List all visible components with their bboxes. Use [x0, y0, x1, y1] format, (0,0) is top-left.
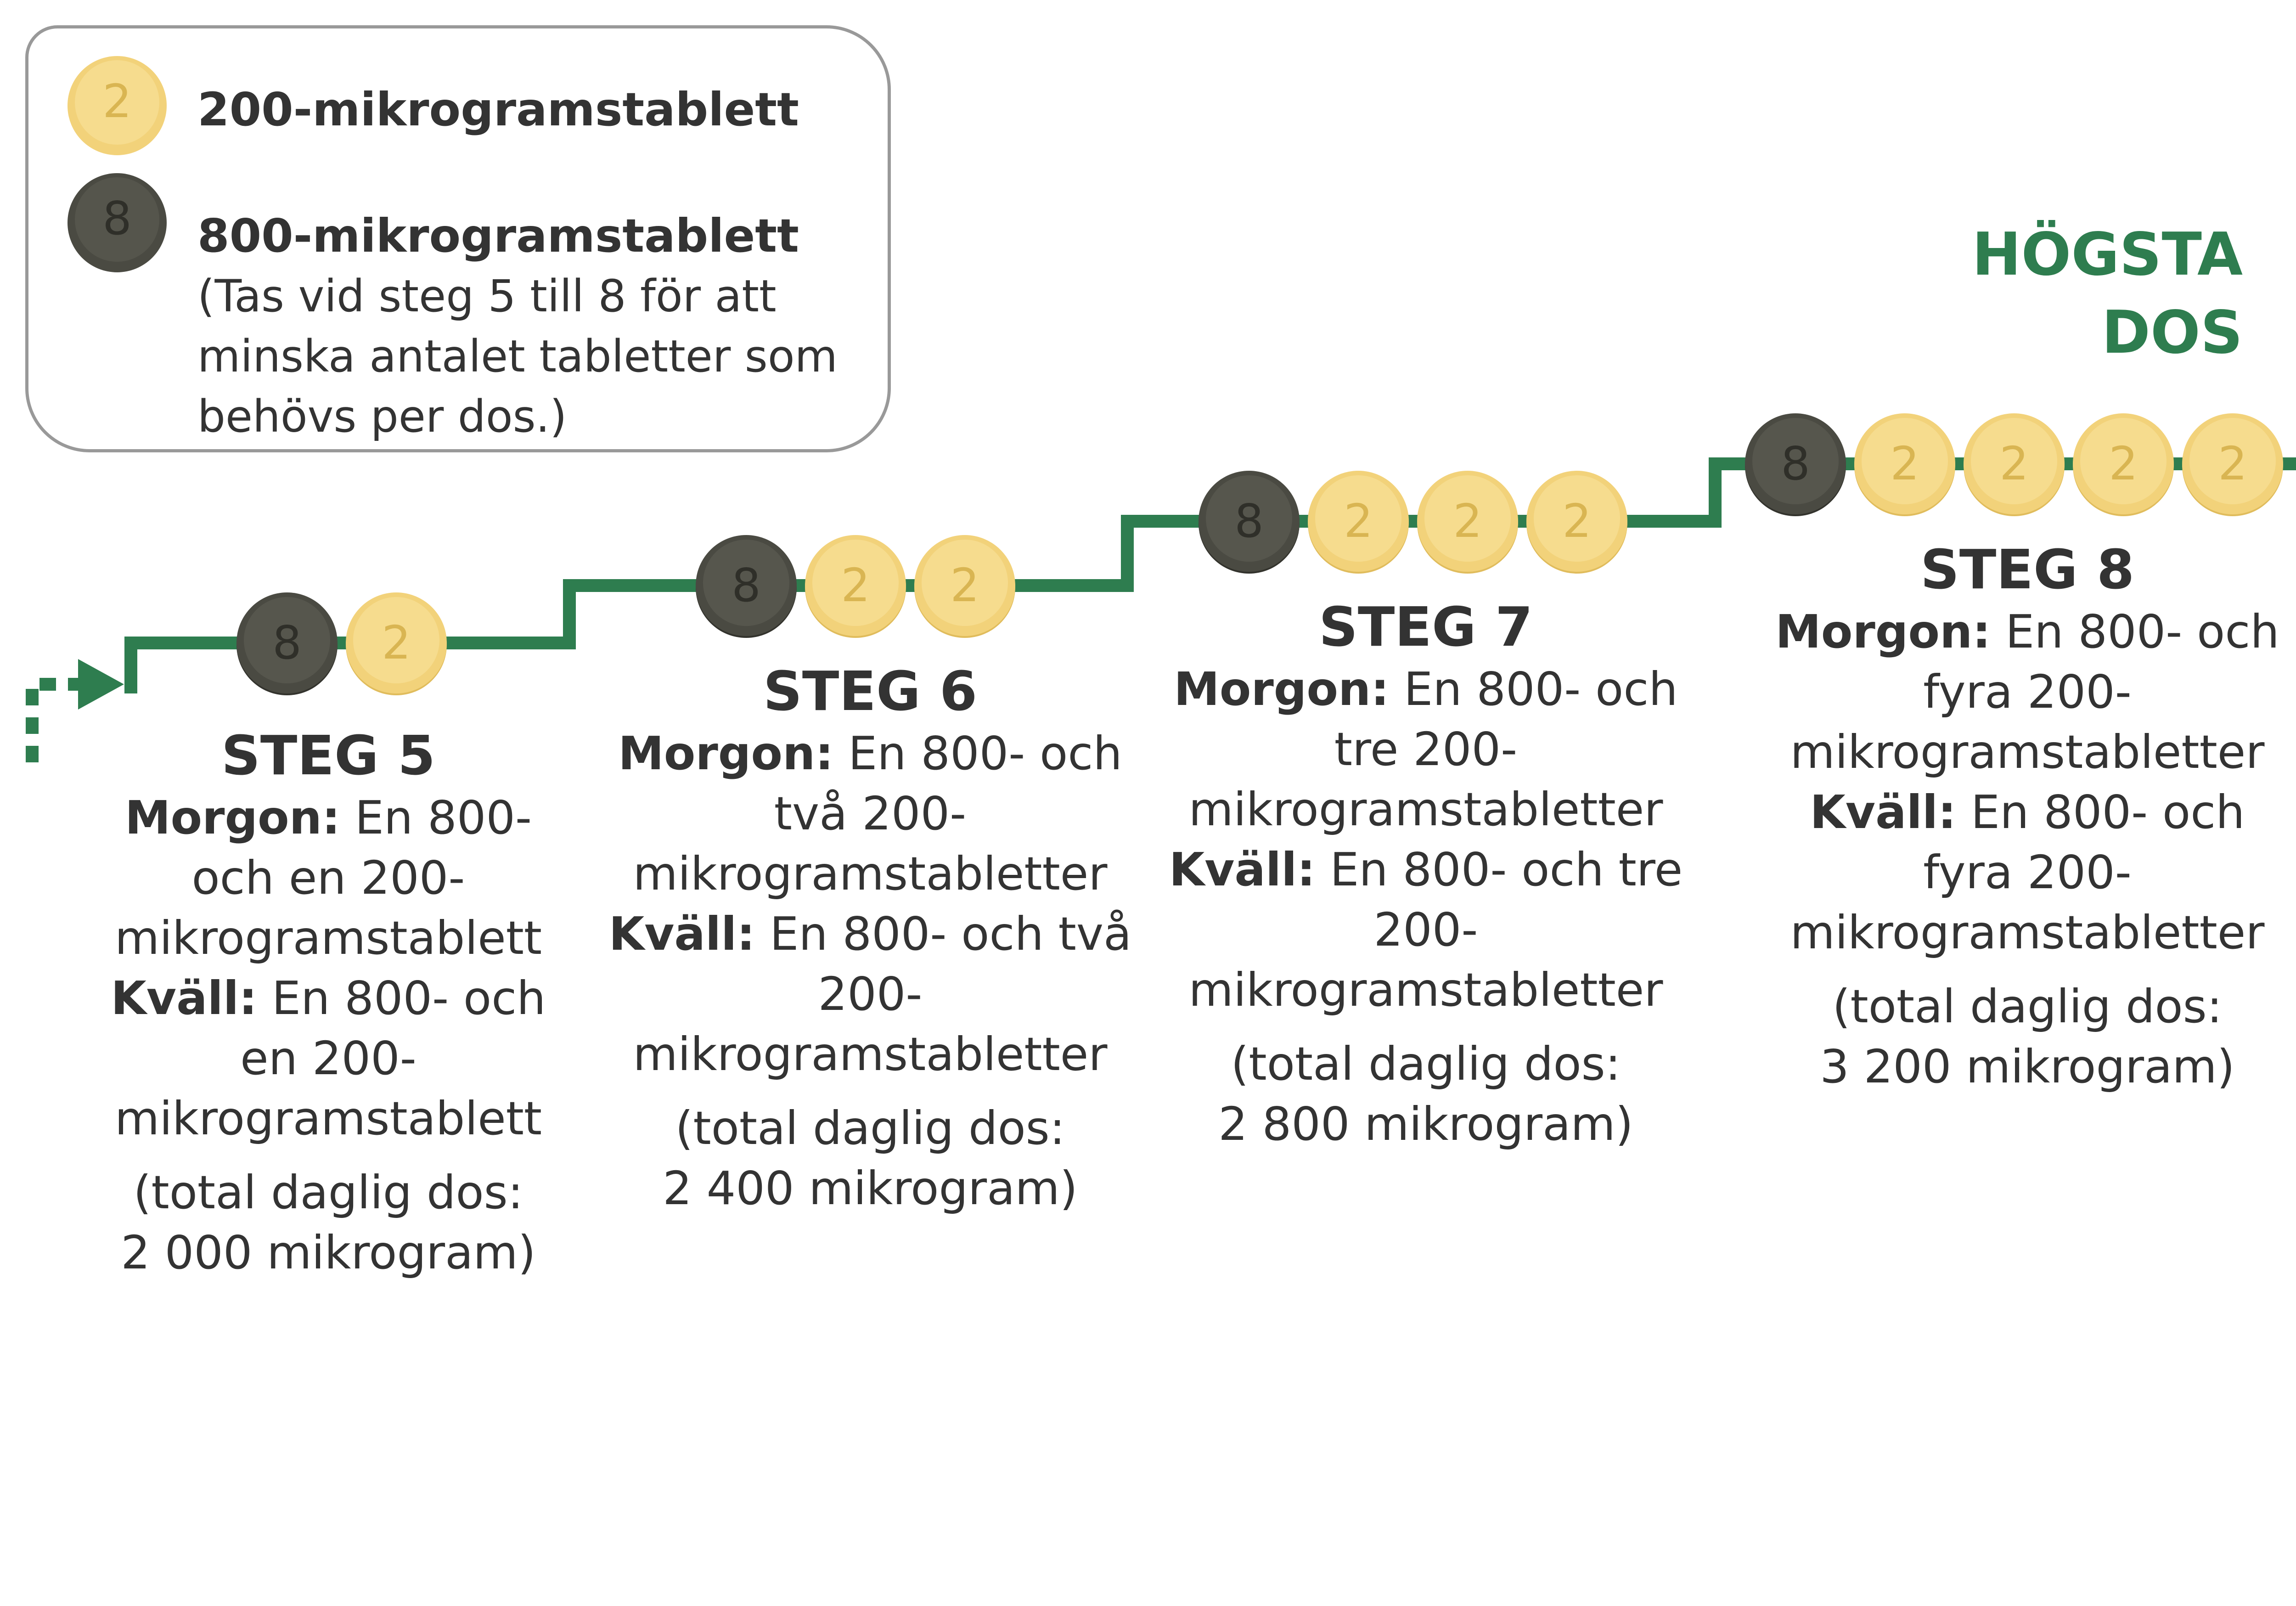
step-5-morning-label: Morgon:: [124, 791, 340, 845]
step-7-tablet-3-200-face: [1424, 475, 1511, 562]
step-5-text: STEG 5 Morgon: En 800- och en 200-mikrog…: [92, 723, 565, 1283]
step-6-total-line-1: (total daglig dos:: [675, 1101, 1065, 1155]
step-7-tablet-2-200-number: 2: [1344, 494, 1373, 548]
step-7-tablet-2-200-face: [1315, 475, 1401, 562]
step-8-tablet-2-200-number: 2: [1890, 437, 1919, 490]
step-6-title: STEG 6: [763, 659, 978, 723]
step-6-morning-text: En 800- och två 200-mikrogramstabletter: [633, 727, 1122, 901]
step-8-tablet-4-200-face: [2080, 418, 2167, 504]
step-7-tablet-4-200-number: 2: [1562, 494, 1592, 548]
step-5-evening-text: En 800- och en 200-mikrogramstablett: [114, 971, 546, 1145]
step-6-tablet-2-200-face: [812, 540, 899, 626]
legend-tablet-800-number: 8: [102, 192, 132, 245]
step-7-title: STEG 7: [1318, 595, 1533, 659]
step-8-tablet-2-200-face: [1862, 418, 1948, 504]
step-7-tablet-4-200-face: [1534, 475, 1620, 562]
step-8-tablet-5-200-face: [2189, 418, 2276, 504]
step-8-total-line-2: 3 200 mikrogram): [1820, 1040, 2235, 1093]
step-6-total-line-2: 2 400 mikrogram): [663, 1161, 1078, 1215]
step-6-text: STEG 6 Morgon: En 800- och två 200-mikro…: [606, 659, 1134, 1218]
step-7-morning-text: En 800- och tre 200-mikrogramstabletter: [1188, 662, 1678, 836]
entry-arrow-head-icon: [78, 659, 124, 710]
step-8-tablet-3-200-face: [1971, 418, 2057, 504]
step-6-tablet-2-200-number: 2: [841, 558, 870, 612]
step-6-tablet-3-200-face: [922, 540, 1008, 626]
step-8-morning-text: En 800- och fyra 200-mikrogramstabletter: [1790, 605, 2279, 779]
step-5-evening-label: Kväll:: [111, 971, 258, 1025]
step-5-tablet-2-200-number: 2: [382, 616, 411, 670]
step-7-total-line-1: (total daglig dos:: [1231, 1037, 1621, 1091]
legend-tablet-800-icon: 8: [68, 173, 167, 272]
step-8-tablet-3-200-number: 2: [1999, 437, 2029, 490]
step-8-text: STEG 8 Morgon: En 800- och fyra 200-mikr…: [1763, 537, 2291, 1097]
step-7-tablet-3-200-number: 2: [1453, 494, 1482, 548]
step-5-tablet-1-800-face: [244, 597, 330, 683]
step-6-tablet-1-800-face: [703, 540, 789, 626]
step-8-tablet-1-800-face: [1752, 418, 1839, 504]
step-5-title: STEG 5: [221, 724, 436, 787]
step-8-total-line-1: (total daglig dos:: [1832, 980, 2223, 1033]
step-7-evening-label: Kväll:: [1169, 843, 1316, 896]
step-8-tablet-4-200-number: 2: [2109, 437, 2138, 490]
legend-note-800: (Tas vid steg 5 till 8 för att minska an…: [197, 270, 838, 442]
legend-tablet-200-number: 2: [102, 74, 132, 128]
step-6-evening-text: En 800- och två 200-mikrogramstabletter: [633, 907, 1132, 1081]
step-5-tablet-2-200-face: [353, 597, 439, 683]
step-7-total-line-2: 2 800 mikrogram): [1218, 1097, 1633, 1151]
legend-box: [25, 25, 891, 452]
step-6-tablet-3-200-number: 2: [950, 558, 979, 612]
step-5-total-line-2: 2 000 mikrogram): [121, 1226, 536, 1279]
step-7-evening-text: En 800- och tre 200-mikrogramstabletter: [1188, 843, 1683, 1017]
step-7-text: STEG 7 Morgon: En 800- och tre 200-mikro…: [1162, 595, 1690, 1154]
step-8-morning-label: Morgon:: [1775, 605, 1991, 659]
step-6-evening-label: Kväll:: [608, 907, 755, 961]
step-7-tablet-1-800-number: 8: [1234, 494, 1264, 548]
max-dose-line-2: DOS: [2101, 299, 2243, 367]
step-7-morning-label: Morgon:: [1174, 662, 1390, 716]
max-dose-label: HÖGSTA DOS: [1972, 216, 2243, 372]
step-8-evening-text: En 800- och fyra 200-mikrogramstabletter: [1790, 785, 2265, 959]
legend-label-800: 800-mikrogramstablett: [197, 209, 799, 263]
step-5-tablet-1-800-number: 8: [272, 616, 302, 670]
entry-dotted-line: [26, 678, 83, 762]
legend-label-200: 200-mikrogramstablett: [197, 83, 799, 136]
step-5-total-line-1: (total daglig dos:: [133, 1166, 523, 1219]
step-8-tablet-5-200-number: 2: [2218, 437, 2247, 490]
step-6-morning-label: Morgon:: [618, 727, 834, 780]
step-8-evening-label: Kväll:: [1810, 785, 1957, 839]
max-dose-line-1: HÖGSTA: [1972, 220, 2243, 289]
legend-tablet-200-icon: 2: [68, 56, 167, 155]
step-8-tablet-1-800-number: 8: [1781, 437, 1810, 490]
step-8-title: STEG 8: [1920, 538, 2135, 601]
step-7-tablet-1-800-face: [1206, 475, 1292, 562]
step-5-morning-text: En 800- och en 200-mikrogramstablett: [114, 791, 542, 965]
step-6-tablet-1-800-number: 8: [732, 558, 761, 612]
